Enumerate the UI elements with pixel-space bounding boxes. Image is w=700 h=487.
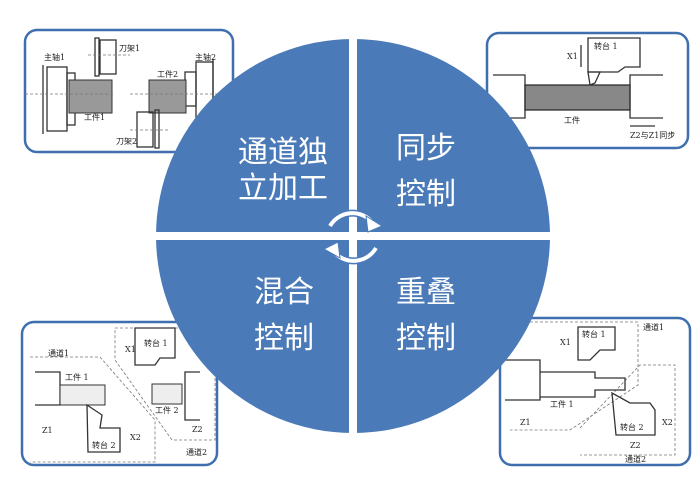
- label-workpiece: 工件: [564, 115, 580, 125]
- horizontal-divider: [150, 232, 560, 240]
- label-turret1: 转台 1: [582, 329, 606, 339]
- independent-machining-diagram: 主轴1 刀架1 主轴2 工件2 工件1 刀架2: [23, 28, 235, 154]
- label-holder2: 刀架2: [116, 137, 137, 146]
- quadrant-sync-line1: 同步: [396, 131, 456, 166]
- mixed-control-diagram: 通道1 转台 1 X1 工件 1 工件 2 Z1 X2 转台 2 Z2 通道2: [20, 320, 219, 467]
- quadrant-mixed-line1: 混合: [254, 275, 314, 310]
- label-z1: Z1: [520, 418, 531, 427]
- quadrant-independent-line1: 通道独: [238, 135, 328, 170]
- label-turret1: 转台 1: [594, 41, 618, 51]
- label-x1: X1: [125, 345, 136, 354]
- label-workpiece2: 工件2: [157, 69, 178, 79]
- label-spindle2: 主轴2: [195, 52, 216, 62]
- label-workpiece2: 工件 2: [155, 405, 179, 415]
- overlap-control-diagram: 通道1 X1 转台 1 工件 1 Z1 转台 2 X2 Z2 通道2: [498, 316, 692, 467]
- label-channel1: 通道1: [48, 348, 69, 358]
- quadrant-independent-line2: 立加工: [238, 171, 328, 206]
- quadrant-overlap-line1: 重叠: [396, 275, 456, 310]
- label-spindle1: 主轴1: [44, 52, 65, 62]
- label-x2: X2: [662, 418, 673, 427]
- label-turret1: 转台 1: [144, 338, 168, 348]
- central-circle: [150, 30, 560, 442]
- label-x2: X2: [130, 433, 141, 442]
- cycle-arrows-icon: [322, 209, 384, 265]
- label-channel2: 通道2: [186, 447, 207, 457]
- synchronous-control-diagram: X1 转台 1 工件 Z2与Z1同步: [485, 31, 690, 150]
- label-workpiece1: 工件 1: [550, 399, 574, 409]
- quadrant-overlap-line2: 控制: [396, 321, 456, 356]
- label-workpiece1: 工件 1: [65, 372, 89, 382]
- label-z1: Z1: [42, 426, 53, 435]
- label-channel2: 通道2: [625, 454, 646, 464]
- label-turret2: 转台 2: [92, 440, 116, 450]
- label-z2: Z2: [630, 441, 641, 450]
- label-channel1: 通道1: [643, 322, 664, 332]
- label-x1: X1: [567, 52, 578, 61]
- label-sync: Z2与Z1同步: [630, 131, 675, 140]
- quadrant-sync-line2: 控制: [396, 177, 456, 212]
- quadrant-mixed-line2: 控制: [254, 321, 314, 356]
- label-turret2: 转台 2: [620, 422, 644, 432]
- label-workpiece1: 工件1: [84, 112, 105, 122]
- label-x1: X1: [560, 338, 571, 347]
- label-z2: Z2: [192, 425, 203, 434]
- label-holder1: 刀架1: [119, 44, 140, 53]
